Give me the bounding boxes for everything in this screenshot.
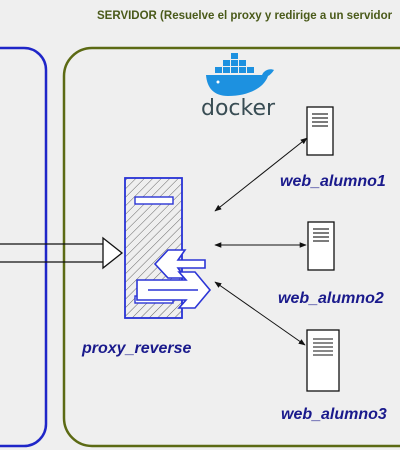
connection-arrow-alumno3 [214,281,306,346]
server-label: web_alumno1 [280,173,386,190]
proxy-label: proxy_reverse [81,340,192,357]
server-box [62,46,400,448]
server-icon [306,106,334,156]
web-server-1: web_alumno1 [280,106,386,190]
server-icon [307,221,335,271]
incoming-request-arrow [0,236,124,270]
web-server-3: web_alumno3 [281,329,387,423]
web-server-2: web_alumno2 [278,221,384,307]
docker-logo: docker [201,53,276,121]
reverse-proxy-server-icon [124,177,212,319]
connection-arrow-alumno1 [214,137,308,212]
server-title: SERVIDOR (Resuelve el proxy y redirige a… [97,10,393,22]
server-label: web_alumno3 [281,406,387,423]
client-box [0,46,48,448]
docker-logo-text: docker [201,96,276,121]
server-label: web_alumno2 [278,290,384,307]
docker-whale-icon [206,53,274,96]
server-icon [306,329,340,392]
